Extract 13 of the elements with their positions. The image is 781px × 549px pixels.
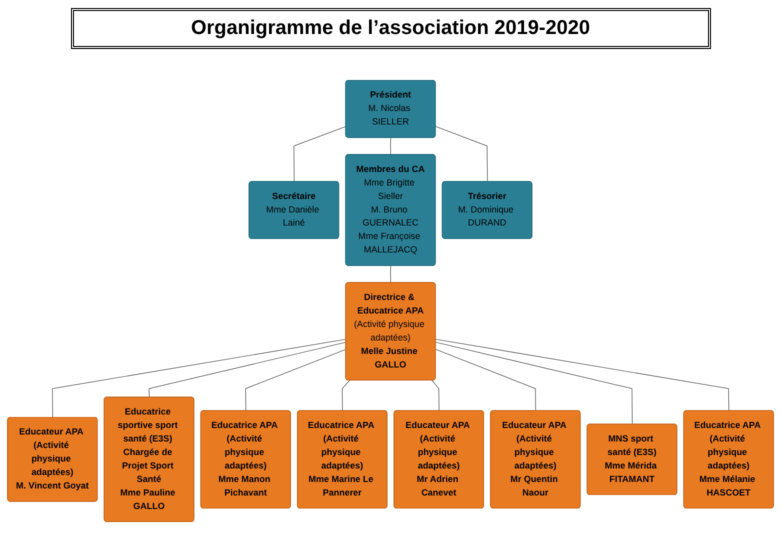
chart-title: Organigramme de l’association 2019-2020 [70, 8, 710, 49]
connector [435, 349, 536, 412]
connector [245, 349, 346, 412]
connector [432, 380, 440, 412]
connector [435, 338, 730, 412]
connector [294, 126, 346, 182]
connector [390, 266, 392, 284]
connector [390, 138, 392, 155]
connector [148, 342, 346, 398]
connector [435, 126, 488, 182]
connector [342, 380, 350, 412]
connector [435, 342, 633, 425]
connector [52, 338, 346, 418]
